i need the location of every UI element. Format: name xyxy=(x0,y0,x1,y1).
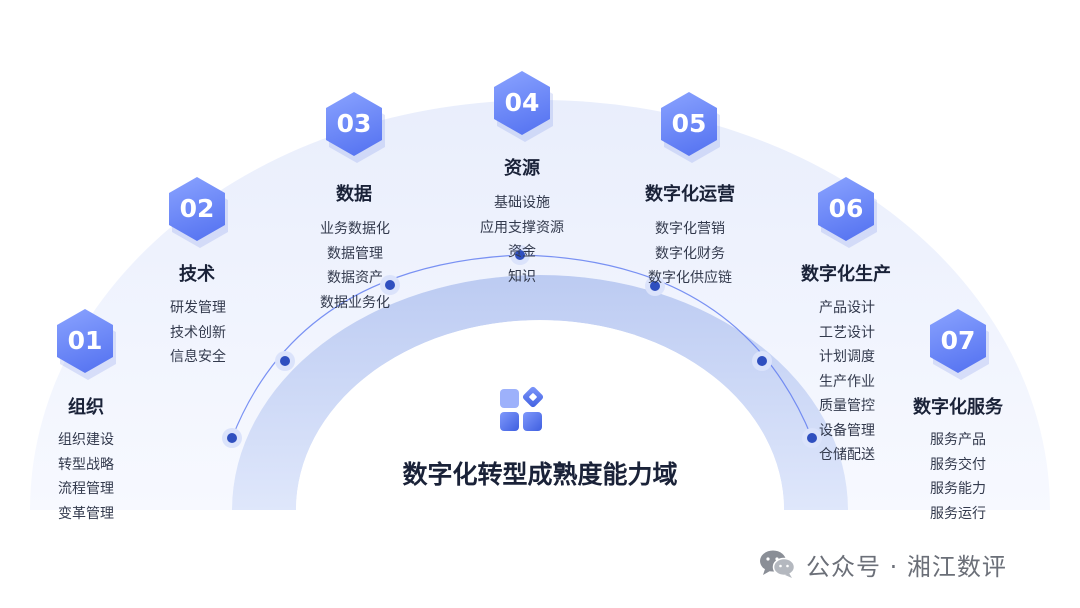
domain-items-digital-production: 产品设计 工艺设计 计划调度 生产作业 质量管控 设备管理 仓储配送 xyxy=(777,296,917,468)
domain-items-data: 业务数据化 数据管理 数据资产 数据业务化 xyxy=(285,217,425,315)
wechat-icon xyxy=(760,550,796,578)
domain-item: 服务交付 xyxy=(930,456,986,473)
domain-title-digital-operations: 数字化运营 xyxy=(645,184,735,205)
domain-item: 业务数据化 xyxy=(320,221,390,237)
domain-title-resources: 资源 xyxy=(504,158,540,179)
domain-item: 变革管理 xyxy=(58,505,114,522)
domain-item: 组织建设 xyxy=(58,432,114,448)
domain-item: 转型战略 xyxy=(58,456,114,473)
domain-item: 质量管控 xyxy=(819,398,875,414)
domain-item: 设备管理 xyxy=(819,422,875,439)
domain-item: 产品设计 xyxy=(819,300,875,316)
watermark-text: 公众号 · 湘江数评 xyxy=(806,552,1007,581)
apps-grid-icon xyxy=(500,386,544,431)
domain-item: 数字化供应链 xyxy=(648,270,732,286)
domain-item: 应用支撑资源 xyxy=(480,219,564,236)
domain-items-digital-operations: 数字化营销 数字化财务 数字化供应链 xyxy=(620,217,760,291)
domain-item: 技术创新 xyxy=(170,324,226,341)
domain-title-data: 数据 xyxy=(336,184,372,205)
inner-band xyxy=(232,275,848,510)
domain-item: 生产作业 xyxy=(819,373,875,390)
domain-items-resources: 基础设施 应用支撑资源 资金 知识 xyxy=(452,191,592,289)
domain-item: 基础设施 xyxy=(494,195,550,211)
domain-item: 计划调度 xyxy=(819,349,875,365)
center-title: 数字化转型成熟度能力域 xyxy=(402,460,678,489)
domain-item: 数字化营销 xyxy=(655,221,725,237)
domain-item: 工艺设计 xyxy=(819,324,875,341)
domain-item: 仓储配送 xyxy=(819,447,875,463)
domain-item: 资金 xyxy=(508,244,536,260)
domain-item: 数据业务化 xyxy=(320,294,390,311)
domain-item: 研发管理 xyxy=(170,300,226,316)
domain-items-technology: 研发管理 技术创新 信息安全 xyxy=(128,296,268,370)
watermark: 公众号 · 湘江数评 xyxy=(758,544,1007,584)
domain-item: 数字化财务 xyxy=(655,245,725,262)
domain-item: 知识 xyxy=(508,268,536,285)
hex-badge-02: 02 xyxy=(169,177,225,241)
domain-item: 流程管理 xyxy=(58,481,114,497)
domain-title-technology: 技术 xyxy=(179,264,215,285)
connector-dots xyxy=(222,245,822,448)
domain-title-organization: 组织 xyxy=(68,397,104,418)
domain-item: 数据资产 xyxy=(327,270,383,286)
hex-badge-03: 03 xyxy=(326,92,382,156)
domain-title-digital-production: 数字化生产 xyxy=(801,264,891,285)
domain-item: 服务运行 xyxy=(930,505,986,522)
domain-item: 信息安全 xyxy=(170,349,226,365)
domain-items-organization: 组织建设 转型战略 流程管理 变革管理 xyxy=(16,428,156,526)
domain-item: 数据管理 xyxy=(327,245,383,262)
domain-items-digital-services: 服务产品 服务交付 服务能力 服务运行 xyxy=(888,428,1028,526)
domain-title-digital-services: 数字化服务 xyxy=(913,397,1003,418)
domain-item: 服务产品 xyxy=(930,432,986,448)
domain-item: 服务能力 xyxy=(930,481,986,497)
